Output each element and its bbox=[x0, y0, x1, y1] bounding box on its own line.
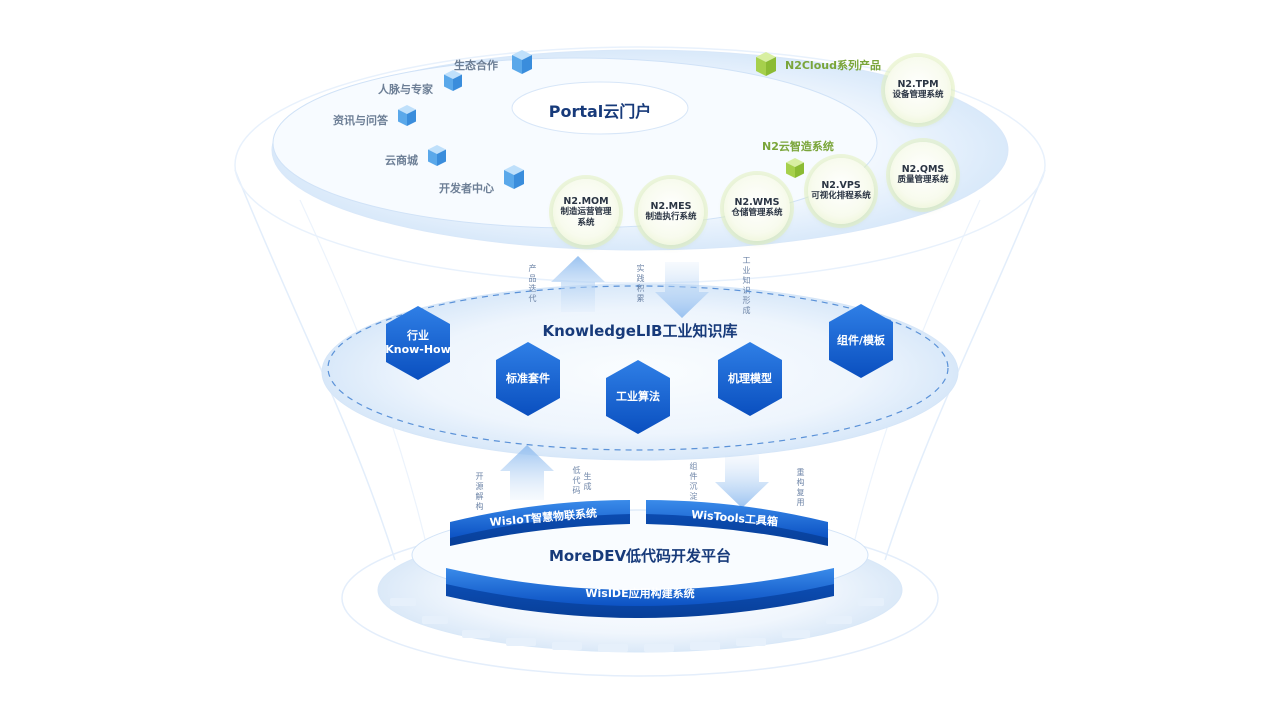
hex-line: 工业算法 bbox=[616, 390, 660, 403]
product-desc: 制造运营管理 bbox=[560, 206, 612, 217]
product-n2-vps: N2.VPS 可视化排程系统 bbox=[808, 158, 874, 224]
product-code: N2.MOM bbox=[563, 195, 609, 207]
product-code: N2.WMS bbox=[734, 197, 780, 208]
flow-label-refactor-reuse: 重构复用 bbox=[796, 468, 805, 508]
portal-item-news-qa: 资讯与问答 bbox=[333, 114, 388, 127]
product-n2-qms: N2.QMS 质量管理系统 bbox=[890, 142, 956, 208]
portal-item-cloud-mall: 云商城 bbox=[385, 154, 418, 167]
product-n2-mom: N2.MOM 制造运营管理 系统 bbox=[553, 179, 619, 245]
hex-line: 组件/模板 bbox=[836, 334, 886, 347]
portal-item-ecosystem: 生态合作 bbox=[454, 59, 498, 72]
hex-line: 行业 bbox=[406, 329, 429, 342]
product-n2-wms: N2.WMS 仓储管理系统 bbox=[724, 175, 790, 241]
n2cloud-mfg-label: N2云智造系统 bbox=[762, 140, 834, 153]
portal-item-experts: 人脉与专家 bbox=[378, 83, 433, 96]
hex-industrial-algorithm: 工业算法 bbox=[616, 390, 660, 404]
product-code: N2.QMS bbox=[901, 164, 945, 175]
portal-item-developer-center: 开发者中心 bbox=[439, 182, 494, 195]
moredev-title: MoreDEV低代码开发平台 bbox=[548, 547, 732, 565]
hex-standard-kit: 标准套件 bbox=[506, 372, 550, 386]
flow-label-generate: 生成 bbox=[583, 472, 592, 492]
hex-industry-knowhow: 行业 Know-How bbox=[385, 329, 451, 357]
hex-component-template: 组件/模板 bbox=[837, 334, 885, 348]
product-n2-tpm: N2.TPM 设备管理系统 bbox=[885, 57, 951, 123]
flow-label-low-code: 低代码 bbox=[572, 466, 581, 496]
flow-label-knowledge-formation: 工业知识形成 bbox=[742, 256, 751, 316]
flow-label-practice: 实践积累 bbox=[636, 264, 645, 304]
product-code: N2.TPM bbox=[897, 79, 939, 90]
hex-line: 标准套件 bbox=[506, 372, 550, 385]
flow-label-component-deposit: 组件沉淀 bbox=[689, 462, 698, 502]
cube-icons bbox=[398, 50, 804, 189]
product-desc: 质量管理系统 bbox=[897, 175, 949, 185]
product-code: N2.VPS bbox=[821, 180, 861, 191]
product-desc: 设备管理系统 bbox=[892, 90, 944, 100]
product-n2-mes: N2.MES 制造执行系统 bbox=[638, 179, 704, 245]
product-desc: 系统 bbox=[577, 217, 595, 228]
flow-label-iteration: 产品迭代 bbox=[528, 264, 537, 304]
product-desc: 可视化排程系统 bbox=[811, 191, 871, 201]
product-desc: 制造执行系统 bbox=[645, 212, 697, 222]
knowledge-title: KnowledgeLIB工业知识库 bbox=[542, 322, 738, 340]
platform-bands bbox=[446, 500, 834, 618]
portal-title: Portal云门户 bbox=[548, 102, 652, 121]
hexagon-shapes bbox=[386, 304, 893, 434]
flow-label-open-source: 开源解构 bbox=[475, 472, 484, 512]
product-code: N2.MES bbox=[650, 201, 692, 212]
hex-mechanism-model: 机理模型 bbox=[728, 372, 772, 386]
n2cloud-series-label: N2Cloud系列产品 bbox=[785, 59, 881, 72]
hex-line: 机理模型 bbox=[728, 372, 772, 385]
product-desc: 仓储管理系统 bbox=[731, 208, 783, 218]
wiside-label: WisIDE应用构建系统 bbox=[585, 587, 695, 600]
hex-line: Know-How bbox=[385, 343, 451, 356]
